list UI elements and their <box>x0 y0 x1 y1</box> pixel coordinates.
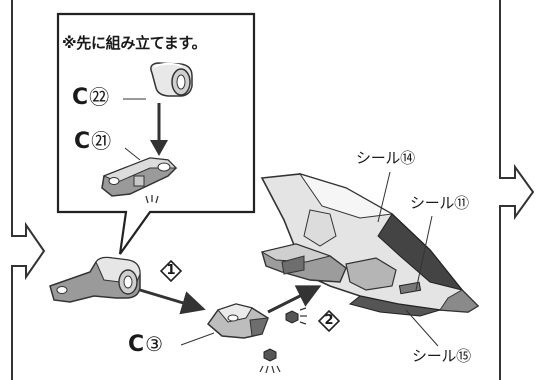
leader-seal-15 <box>405 309 439 347</box>
flow-frame-right <box>499 0 535 380</box>
seal-label-14: シール⑭ <box>356 149 415 167</box>
step-badge-2: 2 <box>318 310 340 332</box>
joint-marker-right <box>285 307 307 325</box>
leader-seal-11 <box>415 215 433 291</box>
leader-c3 <box>180 332 215 346</box>
part-c21-drawing <box>101 157 178 197</box>
focus-marks-1 <box>145 195 159 204</box>
joint-marker-bottom <box>259 348 281 374</box>
leader-c21 <box>124 147 141 161</box>
assembly-arrow-1 <box>139 288 206 315</box>
seal-label-11: シール⑪ <box>410 194 469 212</box>
wing-part-drawing <box>260 173 480 317</box>
flow-frame-left <box>11 0 46 380</box>
note-assemble-first: ※先に組み立てます。 <box>62 34 207 52</box>
part-c3-drawing <box>206 303 269 339</box>
part-c22-drawing <box>150 62 193 97</box>
callout-box <box>56 12 256 255</box>
leader-seal-14 <box>377 171 391 223</box>
assembled-part-drawing <box>49 256 141 303</box>
seal-label-15: シール⑮ <box>412 347 471 365</box>
assembly-arrow-2 <box>267 285 322 314</box>
step-badge-1: 1 <box>160 260 182 282</box>
